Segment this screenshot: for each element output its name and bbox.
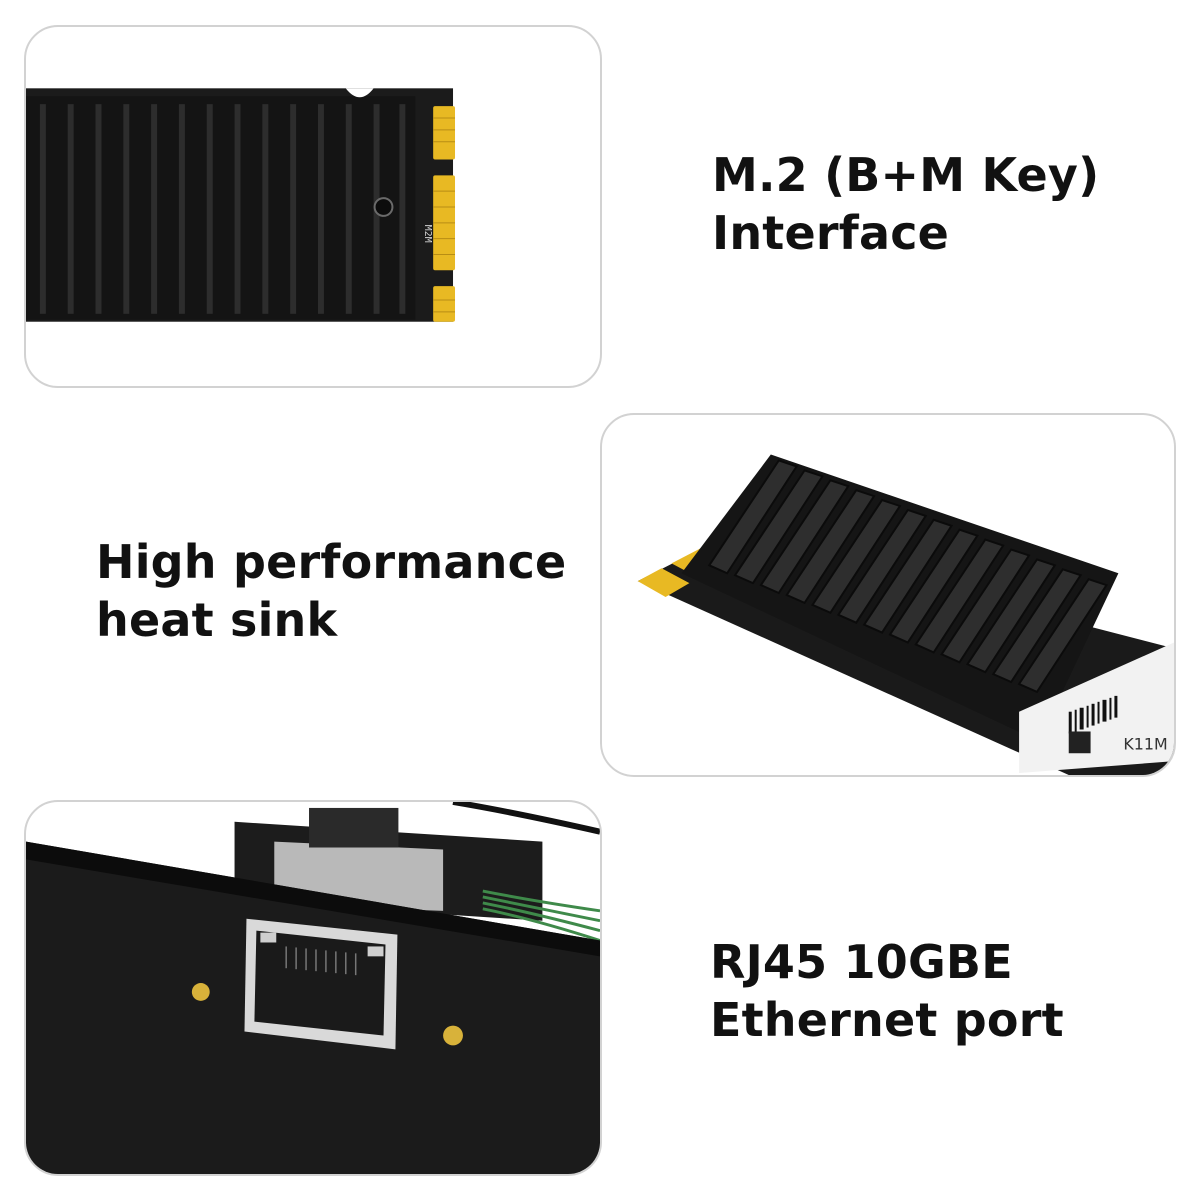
rj45-title-line1: RJ45 10GBE xyxy=(710,935,1013,989)
heatsink-photo: K11M xyxy=(637,454,1174,775)
rj45-port-photo xyxy=(26,802,600,1174)
board-marking: M2M xyxy=(422,225,433,243)
m2-interface-caption: M.2 (B+M Key) Interface xyxy=(712,146,1099,262)
m2-interface-title-line1: M.2 (B+M Key) xyxy=(712,148,1100,202)
m2-interface-image-panel: M2M xyxy=(24,25,602,388)
sticker-label: K11M xyxy=(1123,734,1167,753)
heatsink-image-panel: K11M xyxy=(600,413,1176,777)
m2-card-photo: M2M xyxy=(26,88,456,322)
heatsink-title-line1: High performance xyxy=(96,535,567,589)
m2-interface-title-line2: Interface xyxy=(712,206,950,260)
rj45-caption: RJ45 10GBE Ethernet port xyxy=(710,933,1064,1049)
heatsink-caption: High performance heat sink xyxy=(96,533,566,649)
rj45-image-panel xyxy=(24,800,602,1176)
rj45-title-line2: Ethernet port xyxy=(710,993,1064,1047)
heatsink-title-line2: heat sink xyxy=(96,593,338,647)
